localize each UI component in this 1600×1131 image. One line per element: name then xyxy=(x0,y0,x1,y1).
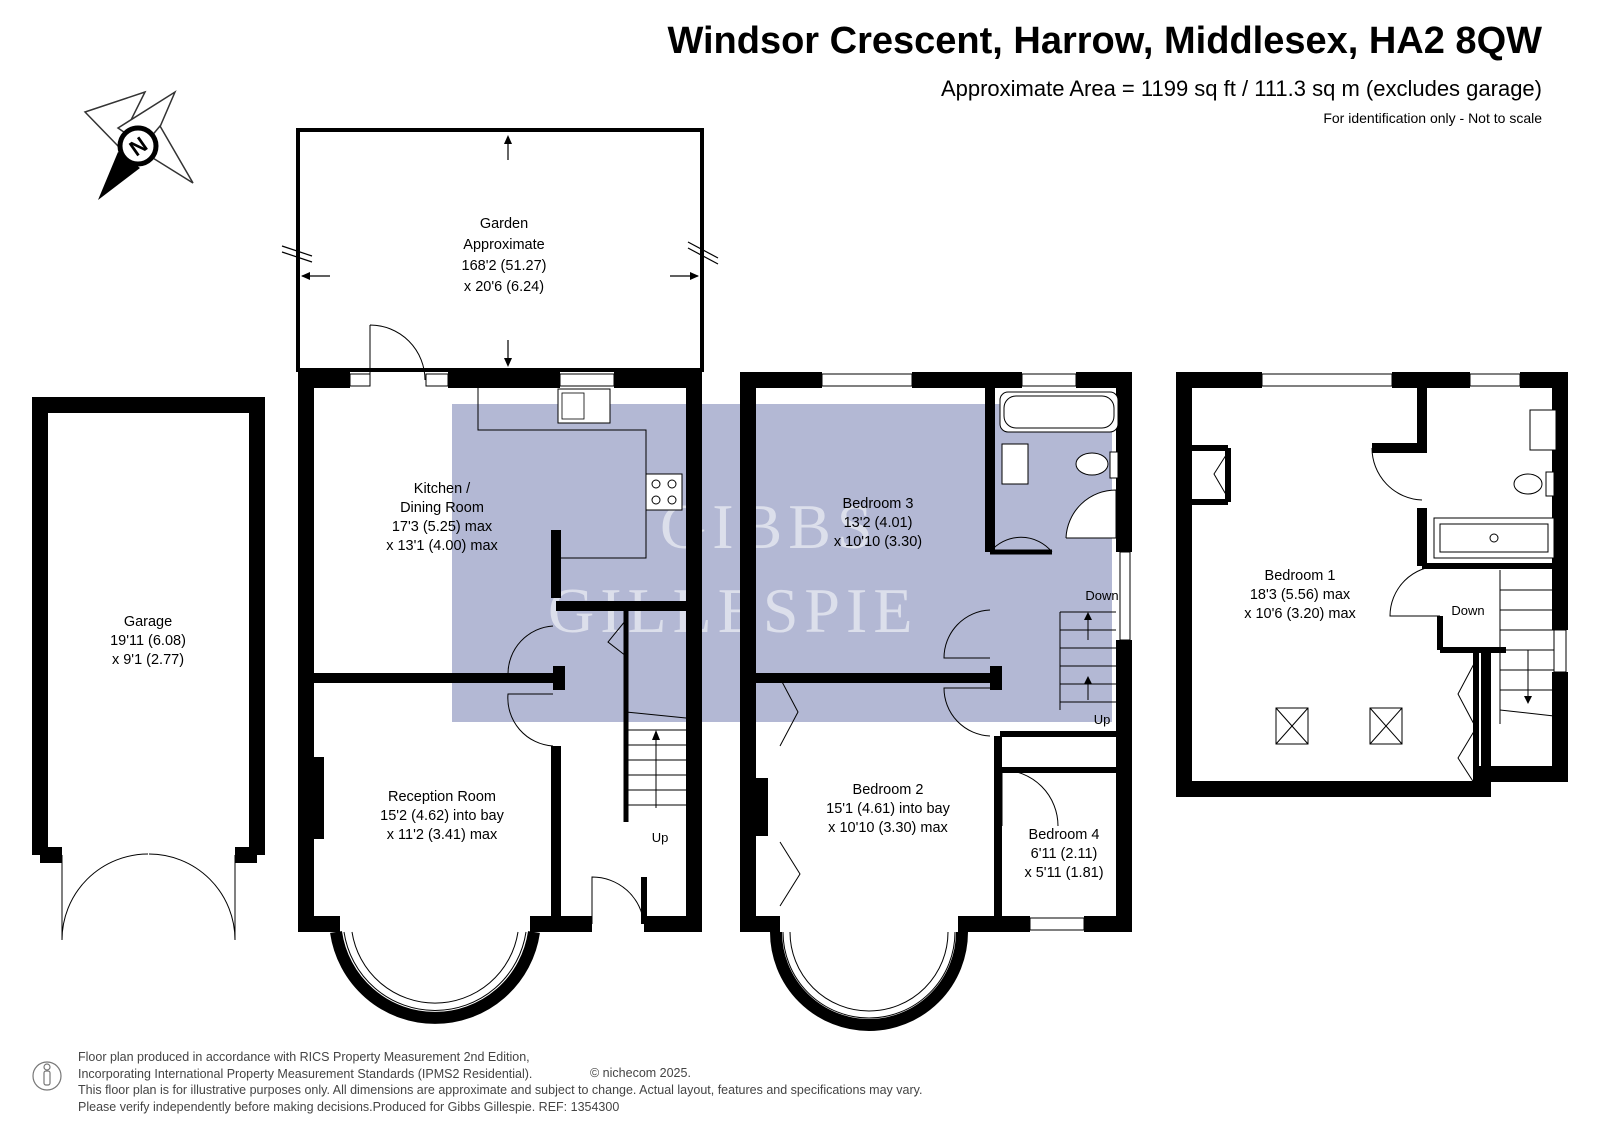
garage-line1: Garage xyxy=(124,614,172,630)
garden-line1: Garden xyxy=(480,216,528,232)
kitchen-line1: Kitchen / xyxy=(414,481,471,497)
bedroom4-line1: Bedroom 4 xyxy=(1029,827,1100,843)
first-stairs-up-label: Up xyxy=(1094,712,1111,727)
garden xyxy=(281,128,719,372)
second-stairs-down-label: Down xyxy=(1451,603,1484,618)
bedroom2-line3: x 10'10 (3.30) max xyxy=(828,820,948,836)
bedroom2-line1: Bedroom 2 xyxy=(853,782,924,798)
label-bedroom3: Bedroom 3 13'2 (4.01) x 10'10 (3.30) xyxy=(834,496,922,550)
garage-line3: x 9'1 (2.77) xyxy=(112,652,184,668)
bedroom3-line2: 13'2 (4.01) xyxy=(844,515,913,531)
bedroom4-line2: 6'11 (2.11) xyxy=(1031,846,1098,862)
kitchen-line4: x 13'1 (4.00) max xyxy=(386,538,498,554)
reception-line3: x 11'2 (3.41) max xyxy=(387,827,498,843)
reception-line2: 15'2 (4.62) into bay xyxy=(380,808,504,824)
bedroom3-line3: x 10'10 (3.30) xyxy=(834,534,922,550)
label-bedroom1: Bedroom 1 18'3 (5.56) max x 10'6 (3.20) … xyxy=(1244,568,1356,622)
garage-line2: 19'11 (6.08) xyxy=(110,633,186,649)
label-garden: Garden Approximate 168'2 (51.27) x 20'6 … xyxy=(462,216,547,295)
kitchen-line3: 17'3 (5.25) max xyxy=(392,519,493,535)
bedroom4-line3: x 5'11 (1.81) xyxy=(1024,865,1103,881)
ground-stairs-up-label: Up xyxy=(652,830,669,845)
footer-line-2: Incorporating International Property Mea… xyxy=(78,1066,533,1081)
label-kitchen: Kitchen / Dining Room 17'3 (5.25) max x … xyxy=(386,481,498,554)
footer-line-1: Floor plan produced in accordance with R… xyxy=(78,1050,530,1064)
label-bedroom2: Bedroom 2 15'1 (4.61) into bay x 10'10 (… xyxy=(826,782,950,836)
first-stairs-down-label: Down xyxy=(1085,588,1118,603)
garden-line2: Approximate xyxy=(463,237,544,253)
compass-icon: N xyxy=(83,90,194,200)
area-summary: Approximate Area = 1199 sq ft / 111.3 sq… xyxy=(940,76,1542,101)
copyright-text: © nichecom 2025. xyxy=(590,1066,691,1080)
second-floor xyxy=(1176,372,1568,797)
garage xyxy=(32,397,265,941)
garden-line3: 168'2 (51.27) xyxy=(462,258,547,274)
first-floor xyxy=(740,372,1132,1031)
bedroom1-line3: x 10'6 (3.20) max xyxy=(1244,606,1356,622)
bedroom1-line1: Bedroom 1 xyxy=(1265,568,1336,584)
kitchen-line2: Dining Room xyxy=(400,500,484,516)
bedroom1-line2: 18'3 (5.56) max xyxy=(1250,587,1351,603)
footer-disclaimer: Floor plan produced in accordance with R… xyxy=(78,1049,922,1115)
label-garage: Garage 19'11 (6.08) x 9'1 (2.77) xyxy=(110,614,186,668)
person-icon xyxy=(32,1061,62,1091)
label-bedroom4: Bedroom 4 6'11 (2.11) x 5'11 (1.81) xyxy=(1024,827,1103,881)
reception-line1: Reception Room xyxy=(388,789,496,805)
footer-line-3: This floor plan is for illustrative purp… xyxy=(78,1083,923,1097)
footer-line-4: Please verify independently before makin… xyxy=(78,1099,620,1114)
bedroom3-line1: Bedroom 3 xyxy=(843,496,914,512)
garden-line4: x 20'6 (6.24) xyxy=(464,279,544,295)
ground-floor xyxy=(298,324,702,1024)
bedroom2-line2: 15'1 (4.61) into bay xyxy=(826,801,950,817)
page-title: Windsor Crescent, Harrow, Middlesex, HA2… xyxy=(667,20,1542,62)
label-reception: Reception Room 15'2 (4.62) into bay x 11… xyxy=(380,789,504,843)
scale-note: For identification only - Not to scale xyxy=(1323,110,1542,126)
